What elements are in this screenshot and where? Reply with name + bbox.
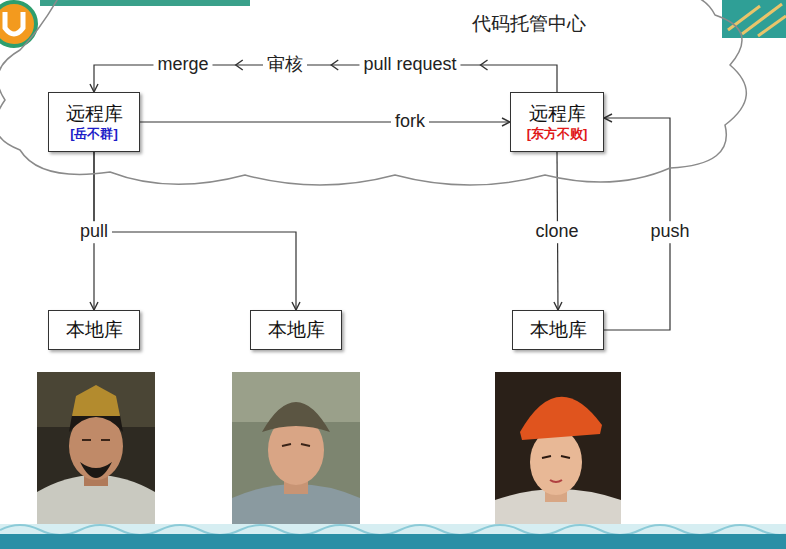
- local-repo-box: 本地库: [48, 310, 140, 350]
- edge-label: pull: [76, 221, 112, 243]
- edge-label: pull request: [359, 54, 460, 76]
- connector: [140, 121, 510, 122]
- edge-label: fork: [391, 111, 429, 133]
- box-title: 本地库: [66, 319, 123, 342]
- box-title: 远程库: [529, 103, 586, 126]
- owner-tag: [东方不败]: [527, 126, 588, 142]
- edge-label: clone: [531, 221, 582, 243]
- portrait-beard: [80, 462, 112, 478]
- cloud-shape: [0, 0, 746, 185]
- portrait-face: [69, 412, 123, 480]
- flow-arrow: [331, 60, 338, 70]
- portrait-bg: [232, 372, 360, 527]
- local-repo-box: 本地库: [512, 310, 604, 350]
- corner-stripes: [728, 4, 786, 36]
- owner-tag: [岳不群]: [70, 126, 118, 142]
- portrait-hair: [69, 415, 123, 432]
- portrait-bg: [495, 372, 621, 527]
- flow-arrow: [236, 60, 243, 70]
- local-repo-box: 本地库: [250, 310, 342, 350]
- footer-band: [0, 524, 786, 549]
- portrait-crown: [72, 385, 120, 416]
- repo-box: 远程库[东方不败]: [510, 92, 604, 152]
- portrait-bg: [37, 372, 155, 527]
- portrait-hat: [262, 402, 330, 432]
- portrait-eyes: [282, 444, 310, 446]
- flow-label: 审核: [263, 54, 307, 76]
- cloud-region: 远程库[岳不群]远程库[东方不败]代码托管中心: [0, 0, 745, 185]
- portrait-dongfang: [495, 372, 621, 527]
- corner-ornament: [722, 0, 786, 38]
- box-title: 本地库: [268, 319, 325, 342]
- box-title: 本地库: [530, 319, 587, 342]
- portrait-yue: [37, 372, 155, 527]
- header-stripe: [40, 0, 250, 6]
- repo-box: 远程库[岳不群]: [48, 92, 140, 152]
- portrait-linghu: [232, 372, 360, 527]
- footer-wave: [0, 525, 786, 535]
- corner-panel: [722, 0, 786, 38]
- portrait-eyes: [542, 456, 570, 458]
- box-title: 远程库: [66, 103, 123, 126]
- footer-bar: [0, 534, 786, 549]
- portrait-face: [530, 429, 582, 495]
- edge-label: push: [646, 221, 693, 243]
- connector: [94, 152, 296, 310]
- flow-arrow: [481, 60, 488, 70]
- portrait-hat: [520, 397, 602, 440]
- portrait-lips: [550, 480, 562, 482]
- logo-glyph: [5, 12, 23, 34]
- region-title: 代码托管中心: [472, 13, 586, 36]
- flow-label: merge: [153, 54, 212, 76]
- portrait-eyes: [82, 439, 110, 441]
